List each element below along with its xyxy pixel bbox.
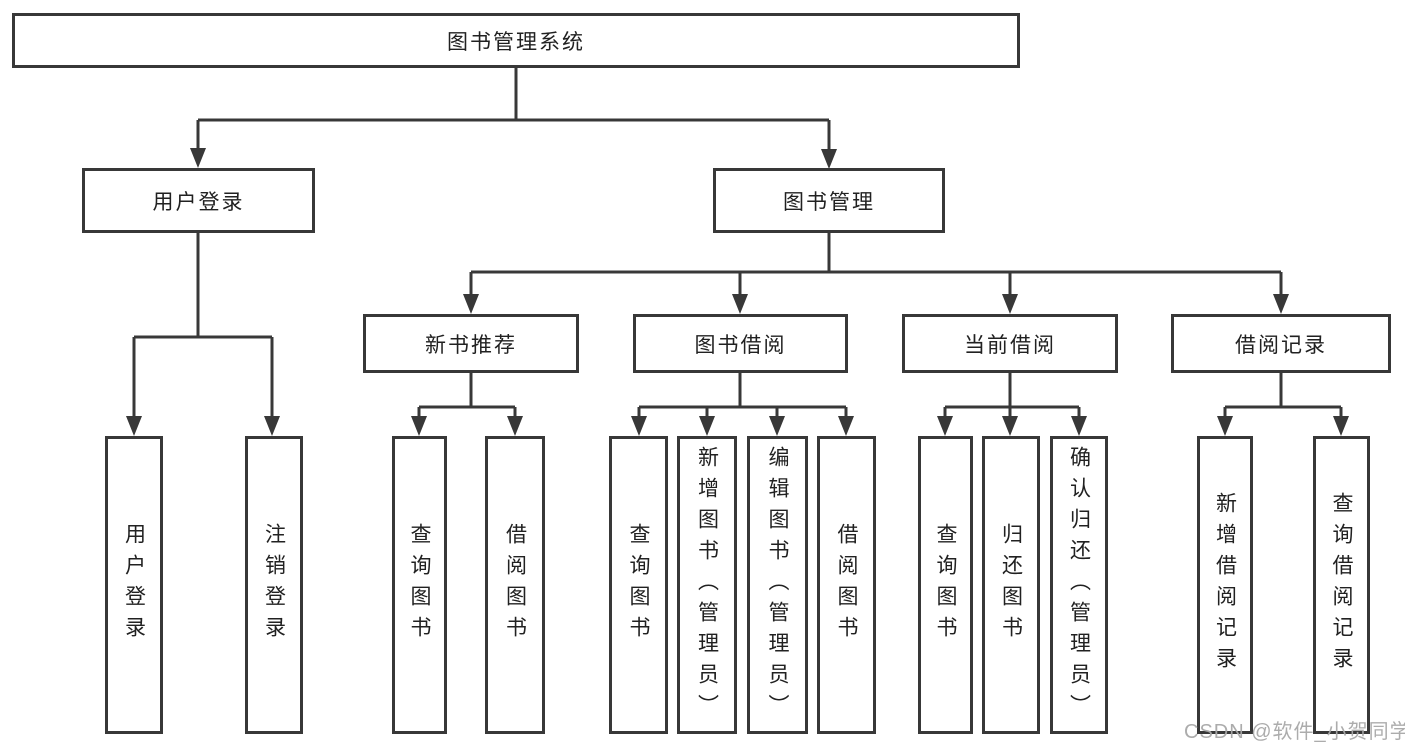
node-label: 借阅图书 (835, 523, 858, 647)
node-label: 查询图书 (627, 523, 650, 647)
node-label: 图书管理系统 (447, 30, 585, 54)
node-new-book-recommend: 新书推荐 (363, 314, 579, 373)
node-label: 编辑图书（管理员） (766, 445, 789, 725)
node-label: 查询图书 (408, 523, 431, 647)
node-leaf-query-borrow-record: 查询借阅记录 (1313, 436, 1370, 734)
connector-new-book-fan (411, 373, 523, 436)
node-label: 归还图书 (999, 523, 1023, 647)
node-leaf-borrow-books-recommend: 借阅图书 (485, 436, 545, 734)
connector-root-fan (190, 68, 837, 169)
node-label: 借阅图书 (503, 523, 527, 647)
node-book-management: 图书管理 (713, 168, 945, 233)
connector-borrow-records-fan (1217, 373, 1349, 436)
node-label: 查询借阅记录 (1330, 492, 1353, 678)
connector-current-borrow-fan (937, 373, 1087, 436)
node-label: 用户登录 (122, 523, 146, 647)
node-label: 图书借阅 (694, 333, 787, 357)
node-label: 新书推荐 (425, 333, 517, 357)
node-leaf-query-books-borrowing: 查询图书 (609, 436, 668, 734)
node-leaf-user-login: 用户登录 (105, 436, 163, 734)
node-label: 注销登录 (262, 523, 286, 647)
node-leaf-query-books-recommend: 查询图书 (392, 436, 447, 734)
node-label: 新增图书（管理员） (695, 445, 719, 725)
node-borrowing-records: 借阅记录 (1171, 314, 1391, 373)
node-label: 借阅记录 (1235, 333, 1327, 357)
connector-book-mgmt-fan (463, 233, 1289, 314)
node-label: 图书管理 (783, 190, 875, 214)
node-leaf-confirm-return-admin: 确认归还（管理员） (1050, 436, 1108, 734)
node-label: 当前借阅 (964, 333, 1056, 357)
node-leaf-query-books-current: 查询图书 (918, 436, 973, 734)
node-label: 用户登录 (152, 190, 245, 214)
node-leaf-logout: 注销登录 (245, 436, 303, 734)
node-current-borrowing: 当前借阅 (902, 314, 1118, 373)
node-leaf-add-books-admin: 新增图书（管理员） (677, 436, 737, 734)
node-user-login: 用户登录 (82, 168, 315, 233)
node-label: 查询图书 (934, 523, 957, 647)
connector-user-login-fan (126, 233, 280, 436)
node-leaf-edit-books-admin: 编辑图书（管理员） (747, 436, 808, 734)
node-library-management-system: 图书管理系统 (12, 13, 1020, 68)
node-leaf-add-borrow-record: 新增借阅记录 (1197, 436, 1253, 734)
node-label: 新增借阅记录 (1213, 492, 1237, 678)
node-leaf-return-books: 归还图书 (982, 436, 1040, 734)
node-leaf-borrow-books: 借阅图书 (817, 436, 876, 734)
connector-book-borrow-fan (631, 373, 854, 436)
node-label: 确认归还（管理员） (1067, 445, 1091, 725)
csdn-watermark: CSDN @软件_小贺同学 (1184, 721, 1405, 743)
node-book-borrowing: 图书借阅 (633, 314, 848, 373)
